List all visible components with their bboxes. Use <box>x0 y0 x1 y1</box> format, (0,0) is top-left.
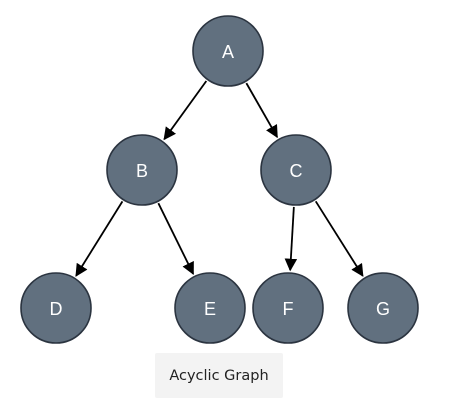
node-a: A <box>192 15 264 87</box>
node-c: C <box>260 134 332 206</box>
node-circle-c <box>260 134 332 206</box>
edge-b-e <box>157 202 195 276</box>
node-circle-b <box>106 134 178 206</box>
edges-layer <box>75 80 364 277</box>
node-e: E <box>174 272 246 344</box>
node-label-f: F <box>283 299 294 319</box>
node-label-g: G <box>376 299 390 319</box>
node-label-b: B <box>136 161 148 181</box>
node-f: F <box>252 272 324 344</box>
nodes-layer: A B C D E F G <box>20 15 419 344</box>
node-circle-e <box>174 272 246 344</box>
node-label-e: E <box>204 299 216 319</box>
node-b: B <box>106 134 178 206</box>
graph-caption: Acyclic Graph <box>155 353 283 398</box>
node-d: D <box>20 272 92 344</box>
node-label-d: D <box>50 299 63 319</box>
node-circle-f <box>252 272 324 344</box>
node-label-a: A <box>222 42 234 62</box>
edge-c-f <box>284 206 298 272</box>
edge-a-c <box>245 82 278 139</box>
node-circle-d <box>20 272 92 344</box>
edge-b-d <box>75 200 124 277</box>
node-label-c: C <box>290 161 303 181</box>
edge-a-b <box>163 80 208 141</box>
node-circle-a <box>192 15 264 87</box>
node-circle-g <box>347 272 419 344</box>
edge-c-g <box>314 200 364 277</box>
node-g: G <box>347 272 419 344</box>
